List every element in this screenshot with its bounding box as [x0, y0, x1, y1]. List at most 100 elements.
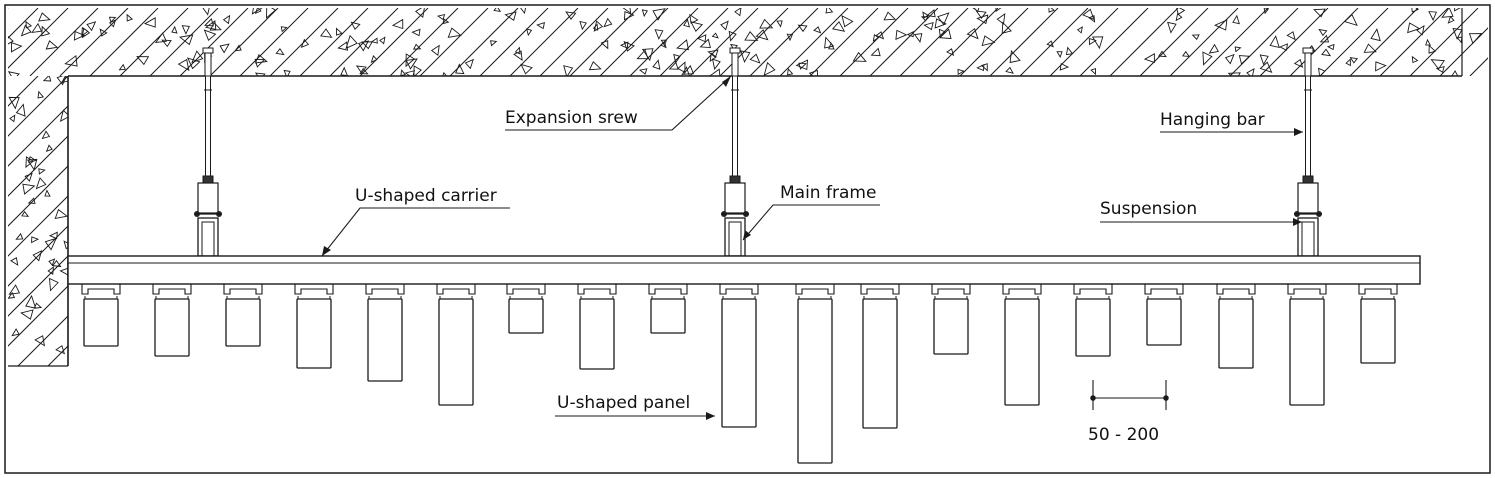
aggregate-mark — [1001, 21, 1012, 34]
hatch-line — [8, 8, 69, 69]
leader-expansion-screw — [505, 75, 732, 131]
aggregate-mark — [54, 208, 68, 219]
aggregate-mark — [35, 177, 47, 190]
aggregate-mark — [178, 34, 194, 46]
aggregate-mark — [1076, 26, 1083, 34]
aggregate-mark — [234, 44, 242, 52]
aggregate-mark — [345, 34, 358, 50]
aggregate-mark — [31, 22, 43, 33]
main-frame — [724, 217, 746, 257]
aggregate-mark — [359, 67, 369, 75]
hatch-line — [749, 8, 819, 76]
hatch-line — [8, 195, 68, 257]
aggregate-mark — [86, 21, 97, 32]
leader-lines — [321, 75, 1303, 417]
aggregate-mark — [493, 8, 502, 13]
aggregate-mark — [1452, 27, 1463, 40]
panel-blade — [225, 298, 261, 347]
u-shaped-panel — [1358, 284, 1398, 364]
drawing-border — [4, 4, 1491, 474]
aggregate-mark — [972, 8, 980, 13]
main-frame — [197, 217, 219, 257]
aggregate-mark — [447, 27, 462, 38]
panel-blade — [367, 298, 403, 382]
aggregate-mark — [126, 13, 134, 22]
aggregate-mark — [1411, 8, 1420, 13]
aggregate-mark — [619, 41, 629, 49]
aggregate-mark — [254, 53, 268, 64]
aggregate-mark — [10, 256, 19, 266]
aggregate-mark — [300, 38, 310, 48]
aggregate-mark — [673, 53, 681, 64]
aggregate-mark — [749, 53, 761, 64]
hatch-line — [1109, 8, 1179, 76]
hatch-line — [719, 8, 789, 76]
aggregate-mark — [27, 197, 36, 204]
hatch-line — [8, 76, 68, 137]
aggregate-mark — [638, 68, 648, 75]
hatch-line — [839, 8, 909, 76]
hatch-line — [1409, 8, 1479, 76]
aggregate-mark — [920, 16, 929, 22]
aggregate-mark — [319, 28, 333, 38]
label-expansion-screw: Expansion srew — [505, 108, 638, 128]
hanging-bar — [732, 75, 738, 177]
aggregate-mark — [28, 156, 37, 163]
suspension-bracket — [724, 182, 746, 214]
aggregate-mark — [1088, 15, 1096, 23]
aggregate-mark — [283, 69, 291, 76]
aggregate-mark — [744, 31, 759, 41]
aggregate-mark — [55, 344, 66, 355]
aggregate-mark — [73, 30, 86, 41]
aggregate-mark — [15, 103, 26, 117]
aggregate-mark — [99, 28, 108, 37]
aggregate-mark — [1454, 8, 1461, 12]
aggregate-mark — [275, 48, 285, 56]
aggregate-mark — [171, 25, 178, 34]
aggregate-mark — [8, 96, 20, 110]
aggregate-mark — [1321, 48, 1332, 57]
panel-blade — [1218, 298, 1254, 369]
aggregate-mark — [711, 32, 719, 39]
aggregate-mark — [219, 43, 230, 54]
aggregate-mark — [1202, 51, 1213, 66]
aggregate-mark — [740, 50, 751, 63]
u-shaped-panel — [152, 284, 192, 357]
aggregate-mark — [1430, 59, 1446, 70]
aggregate-mark — [937, 12, 950, 26]
aggregate-mark — [45, 40, 59, 50]
u-shaped-panel — [81, 284, 121, 347]
aggregate-mark — [22, 183, 36, 195]
panel-clip — [506, 284, 546, 295]
hatch-line — [8, 8, 9, 9]
aggregate-mark — [712, 58, 721, 71]
u-shaped-panels — [81, 284, 1398, 464]
aggregate-mark — [677, 61, 686, 74]
aggregate-mark — [1363, 43, 1377, 53]
aggregate-mark — [118, 63, 126, 71]
aggregate-mark — [411, 28, 421, 37]
panel-clip — [365, 284, 405, 295]
aggregate-mark — [336, 27, 343, 36]
aggregate-mark — [1263, 8, 1270, 15]
aggregate-mark — [1425, 38, 1432, 46]
hatch-line — [29, 8, 99, 76]
aggregate-mark — [504, 11, 517, 22]
aggregate-mark — [1343, 13, 1358, 27]
nut — [202, 175, 214, 184]
arrow-carrier — [322, 246, 331, 256]
aggregate-mark — [1082, 8, 1095, 21]
panel-blade — [1075, 298, 1111, 357]
aggregate-mark — [38, 168, 46, 175]
aggregate-mark — [350, 21, 361, 30]
hatch-line — [8, 165, 68, 227]
hatch-line — [1469, 57, 1488, 76]
hatch-line — [8, 76, 9, 77]
expansion-screw — [731, 51, 739, 77]
aggregate-mark — [251, 8, 263, 15]
aggregate-mark — [59, 109, 68, 122]
u-shaped-panel — [719, 284, 759, 428]
leader-carrier — [321, 207, 510, 257]
arrow-suspension — [1293, 218, 1302, 226]
aggregate-mark — [689, 13, 699, 24]
